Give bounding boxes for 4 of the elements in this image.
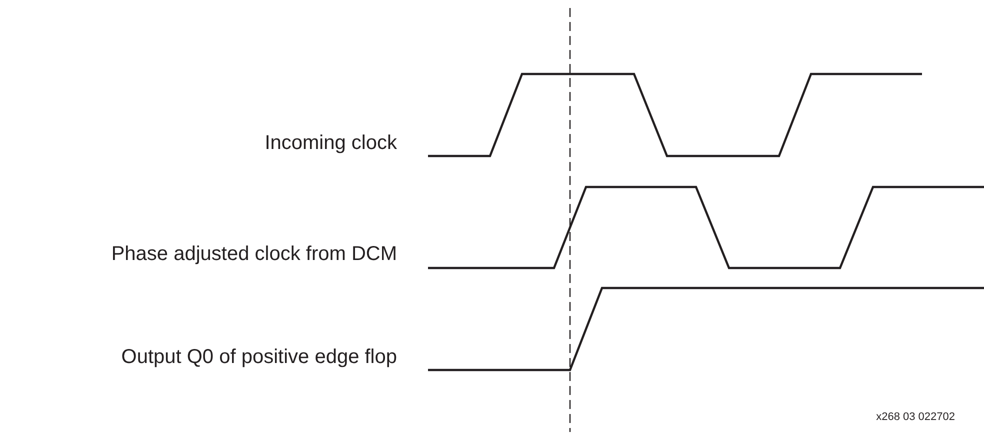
signal-label: Incoming clock <box>264 131 397 155</box>
signal-label: Output Q0 of positive edge flop <box>121 345 397 369</box>
figure-number: x268 03 022702 <box>876 411 955 423</box>
signal-label: Phase adjusted clock from DCM <box>111 242 397 266</box>
